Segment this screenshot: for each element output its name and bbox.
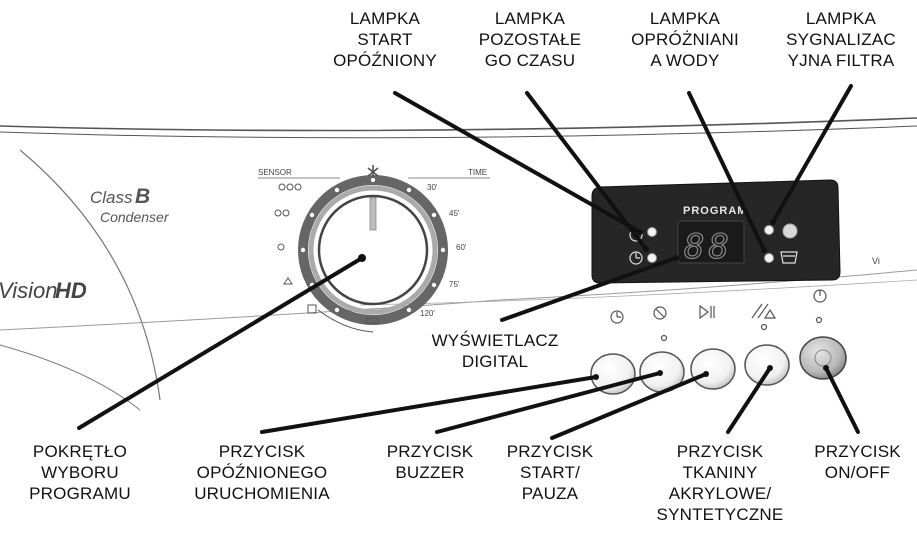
leader-display [500, 256, 678, 322]
leader-btn-fabric [726, 366, 772, 434]
buttons [590, 336, 847, 395]
dial-sensor-label: SENSOR [258, 168, 292, 177]
power-icon [813, 289, 827, 303]
leader-btn-delay [260, 375, 598, 434]
leader-knob [77, 256, 364, 430]
svg-text:45': 45' [449, 209, 460, 218]
class-letter: B [135, 185, 150, 208]
dial-time-labels: 30' 45' 60' 75' 120' [420, 183, 467, 318]
display-digits: 88 [684, 227, 733, 267]
indicator-dots [660, 316, 823, 342]
condenser-text: Condenser [100, 209, 170, 225]
start-pause-icon [699, 304, 715, 320]
fabric-button-icon [751, 303, 777, 319]
lamp-drain [764, 253, 774, 263]
lamp-remaining-time [647, 253, 657, 263]
filter-icon [782, 223, 798, 239]
onoff-button [799, 336, 847, 380]
leader-btn-start [550, 372, 708, 440]
start-pause-button [690, 348, 736, 390]
panel-curves [0, 149, 917, 411]
panel-edge-text: Vi [872, 256, 880, 266]
leader-lines [77, 84, 860, 440]
dial-bottom-arc [317, 309, 374, 333]
program-dial: SENSOR TIME [258, 165, 490, 333]
leader-btn-onoff [824, 366, 860, 434]
brand-suffix: HD [55, 278, 87, 303]
iron-icon [364, 317, 380, 324]
panel-top-edge [0, 117, 917, 139]
dial-time-label: TIME [468, 168, 487, 177]
class-text: Class [90, 188, 133, 207]
svg-text:75': 75' [449, 280, 460, 289]
drain-icon [780, 251, 798, 264]
leader-tips [358, 219, 829, 380]
svg-text:120': 120' [420, 309, 435, 318]
svg-text:60': 60' [456, 243, 467, 252]
display-panel: PROGRAM 88 [591, 179, 841, 284]
fabric-button [744, 344, 790, 386]
buzzer-button-icon [653, 306, 667, 320]
leader-lamp-delay [393, 91, 642, 234]
leader-btn-buzzer [435, 371, 662, 434]
fan-icon [367, 165, 379, 178]
brand-area: Class B Condenser Vision HD [0, 185, 170, 303]
button-icons-row [610, 289, 827, 324]
leader-lamp-time [525, 91, 648, 251]
display-title: PROGRAM [683, 205, 747, 217]
delay-button-icon [610, 310, 624, 324]
lamp-delay-start [647, 227, 657, 237]
leader-lamp-filter [771, 84, 853, 224]
dial-ring-dots [300, 177, 446, 313]
svg-text:30': 30' [427, 183, 438, 192]
leader-lamp-drain [687, 91, 766, 252]
lamp-filter [764, 225, 774, 235]
brand-prefix: Vision [0, 278, 58, 303]
dial-sensor-symbols [274, 183, 302, 285]
